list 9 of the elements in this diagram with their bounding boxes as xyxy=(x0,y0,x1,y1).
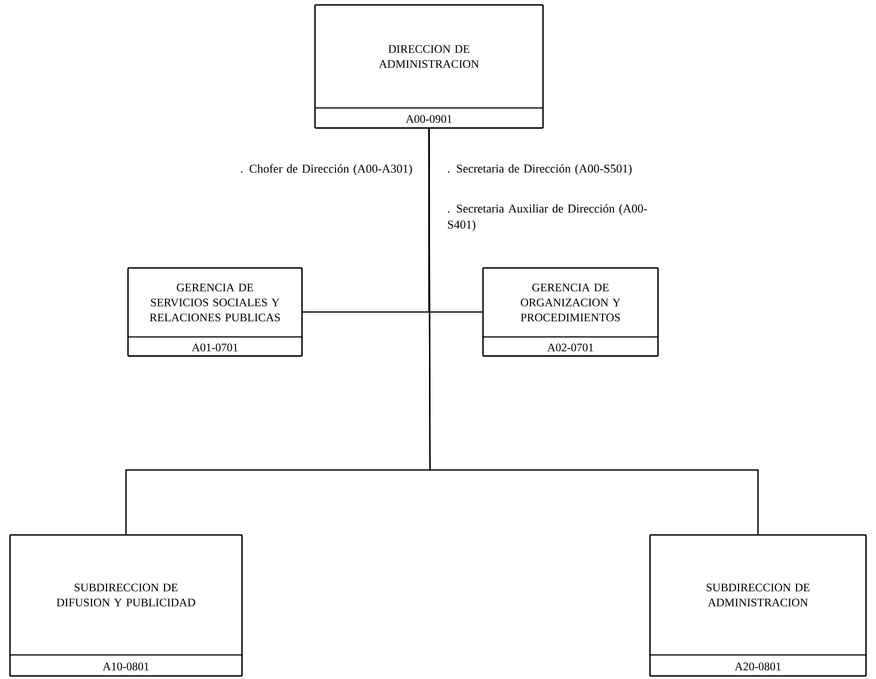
note-text: . Chofer de Dirección (A00-A301) xyxy=(241,164,412,176)
org-box: GERENCIA DE ORGANIZACION Y PROCEDIMIENTOS A02-0701 xyxy=(482,267,659,357)
connector-line xyxy=(428,128,759,534)
note-text: . Secretaria Auxiliar de Dirección (A00-S401) xyxy=(448,204,648,232)
org-box: SUBDIRECCION DE DIFUSION Y PUBLICIDAD A10-0801 xyxy=(9,534,243,677)
note-text: . Secretaria de Dirección (A00-S501) xyxy=(448,164,632,176)
org-box: DIRECCION DE ADMINISTRACION A00-0901 xyxy=(314,4,544,129)
org-box: SUBDIRECCION DE ADMINISTRACION A20-0801 xyxy=(649,534,867,677)
org-box: GERENCIA DE SERVICIOS SOCIALES Y RELACIONES PUBLICAS A01-0701 xyxy=(127,267,303,357)
